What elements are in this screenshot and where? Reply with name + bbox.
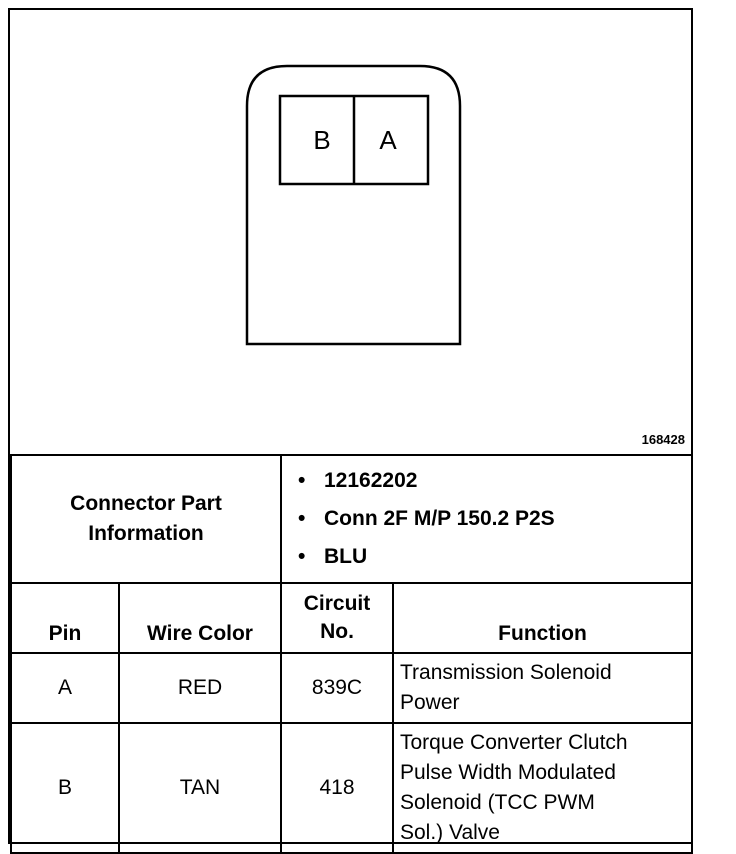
table-row: B TAN 418 Torque Converter Clutch Pulse … xyxy=(10,722,694,854)
function-line: Sol.) Valve xyxy=(400,821,500,844)
pin-label-b: B xyxy=(313,125,331,155)
row-function: Transmission Solenoid Power xyxy=(391,652,694,724)
row-function: Torque Converter Clutch Pulse Width Modu… xyxy=(391,722,694,854)
header-row: Pin Wire Color Circuit No. Function xyxy=(10,582,694,654)
function-line: Transmission Solenoid xyxy=(400,661,612,684)
header-circuit-line2: No. xyxy=(320,620,354,643)
row-pin: B xyxy=(10,722,120,854)
figure-number: 168428 xyxy=(641,432,685,447)
connector-info-label-line1: Connector Part xyxy=(70,492,222,515)
header-wire-color: Wire Color xyxy=(118,582,282,654)
connector-description: Conn 2F M/P 150.2 P2S xyxy=(298,500,691,538)
connector-color: BLU xyxy=(298,538,691,576)
connector-info-values: 12162202 Conn 2F M/P 150.2 P2S BLU xyxy=(279,454,694,584)
connector-outline-svg xyxy=(245,64,462,346)
connector-info-label: Connector Part Information xyxy=(10,454,282,584)
connector-end-view-frame: B A 168428 Connector Part Information 12… xyxy=(8,8,694,854)
table-row: A RED 839C Transmission Solenoid Power xyxy=(10,652,694,724)
connector-body xyxy=(245,64,462,346)
connector-table: Connector Part Information 12162202 Conn… xyxy=(10,454,694,854)
connector-info-row: Connector Part Information 12162202 Conn… xyxy=(10,454,694,584)
function-line: Torque Converter Clutch xyxy=(400,731,628,754)
row-circuit: 839C xyxy=(280,652,394,724)
header-function: Function xyxy=(391,582,694,654)
row-pin: A xyxy=(10,652,120,724)
function-line: Pulse Width Modulated xyxy=(400,761,616,784)
part-number: 12162202 xyxy=(298,462,691,500)
row-circuit: 418 xyxy=(280,722,394,854)
pin-label-a: A xyxy=(379,125,397,155)
function-line: Power xyxy=(400,691,460,714)
connector-info-label-line2: Information xyxy=(88,522,204,545)
header-circuit: Circuit No. xyxy=(280,582,394,654)
connector-diagram: B A 168428 xyxy=(10,10,691,454)
row-wire-color: TAN xyxy=(118,722,282,854)
header-pin: Pin xyxy=(10,582,120,654)
header-circuit-line1: Circuit xyxy=(303,592,371,615)
row-wire-color: RED xyxy=(118,652,282,724)
function-line: Solenoid (TCC PWM xyxy=(400,791,595,814)
